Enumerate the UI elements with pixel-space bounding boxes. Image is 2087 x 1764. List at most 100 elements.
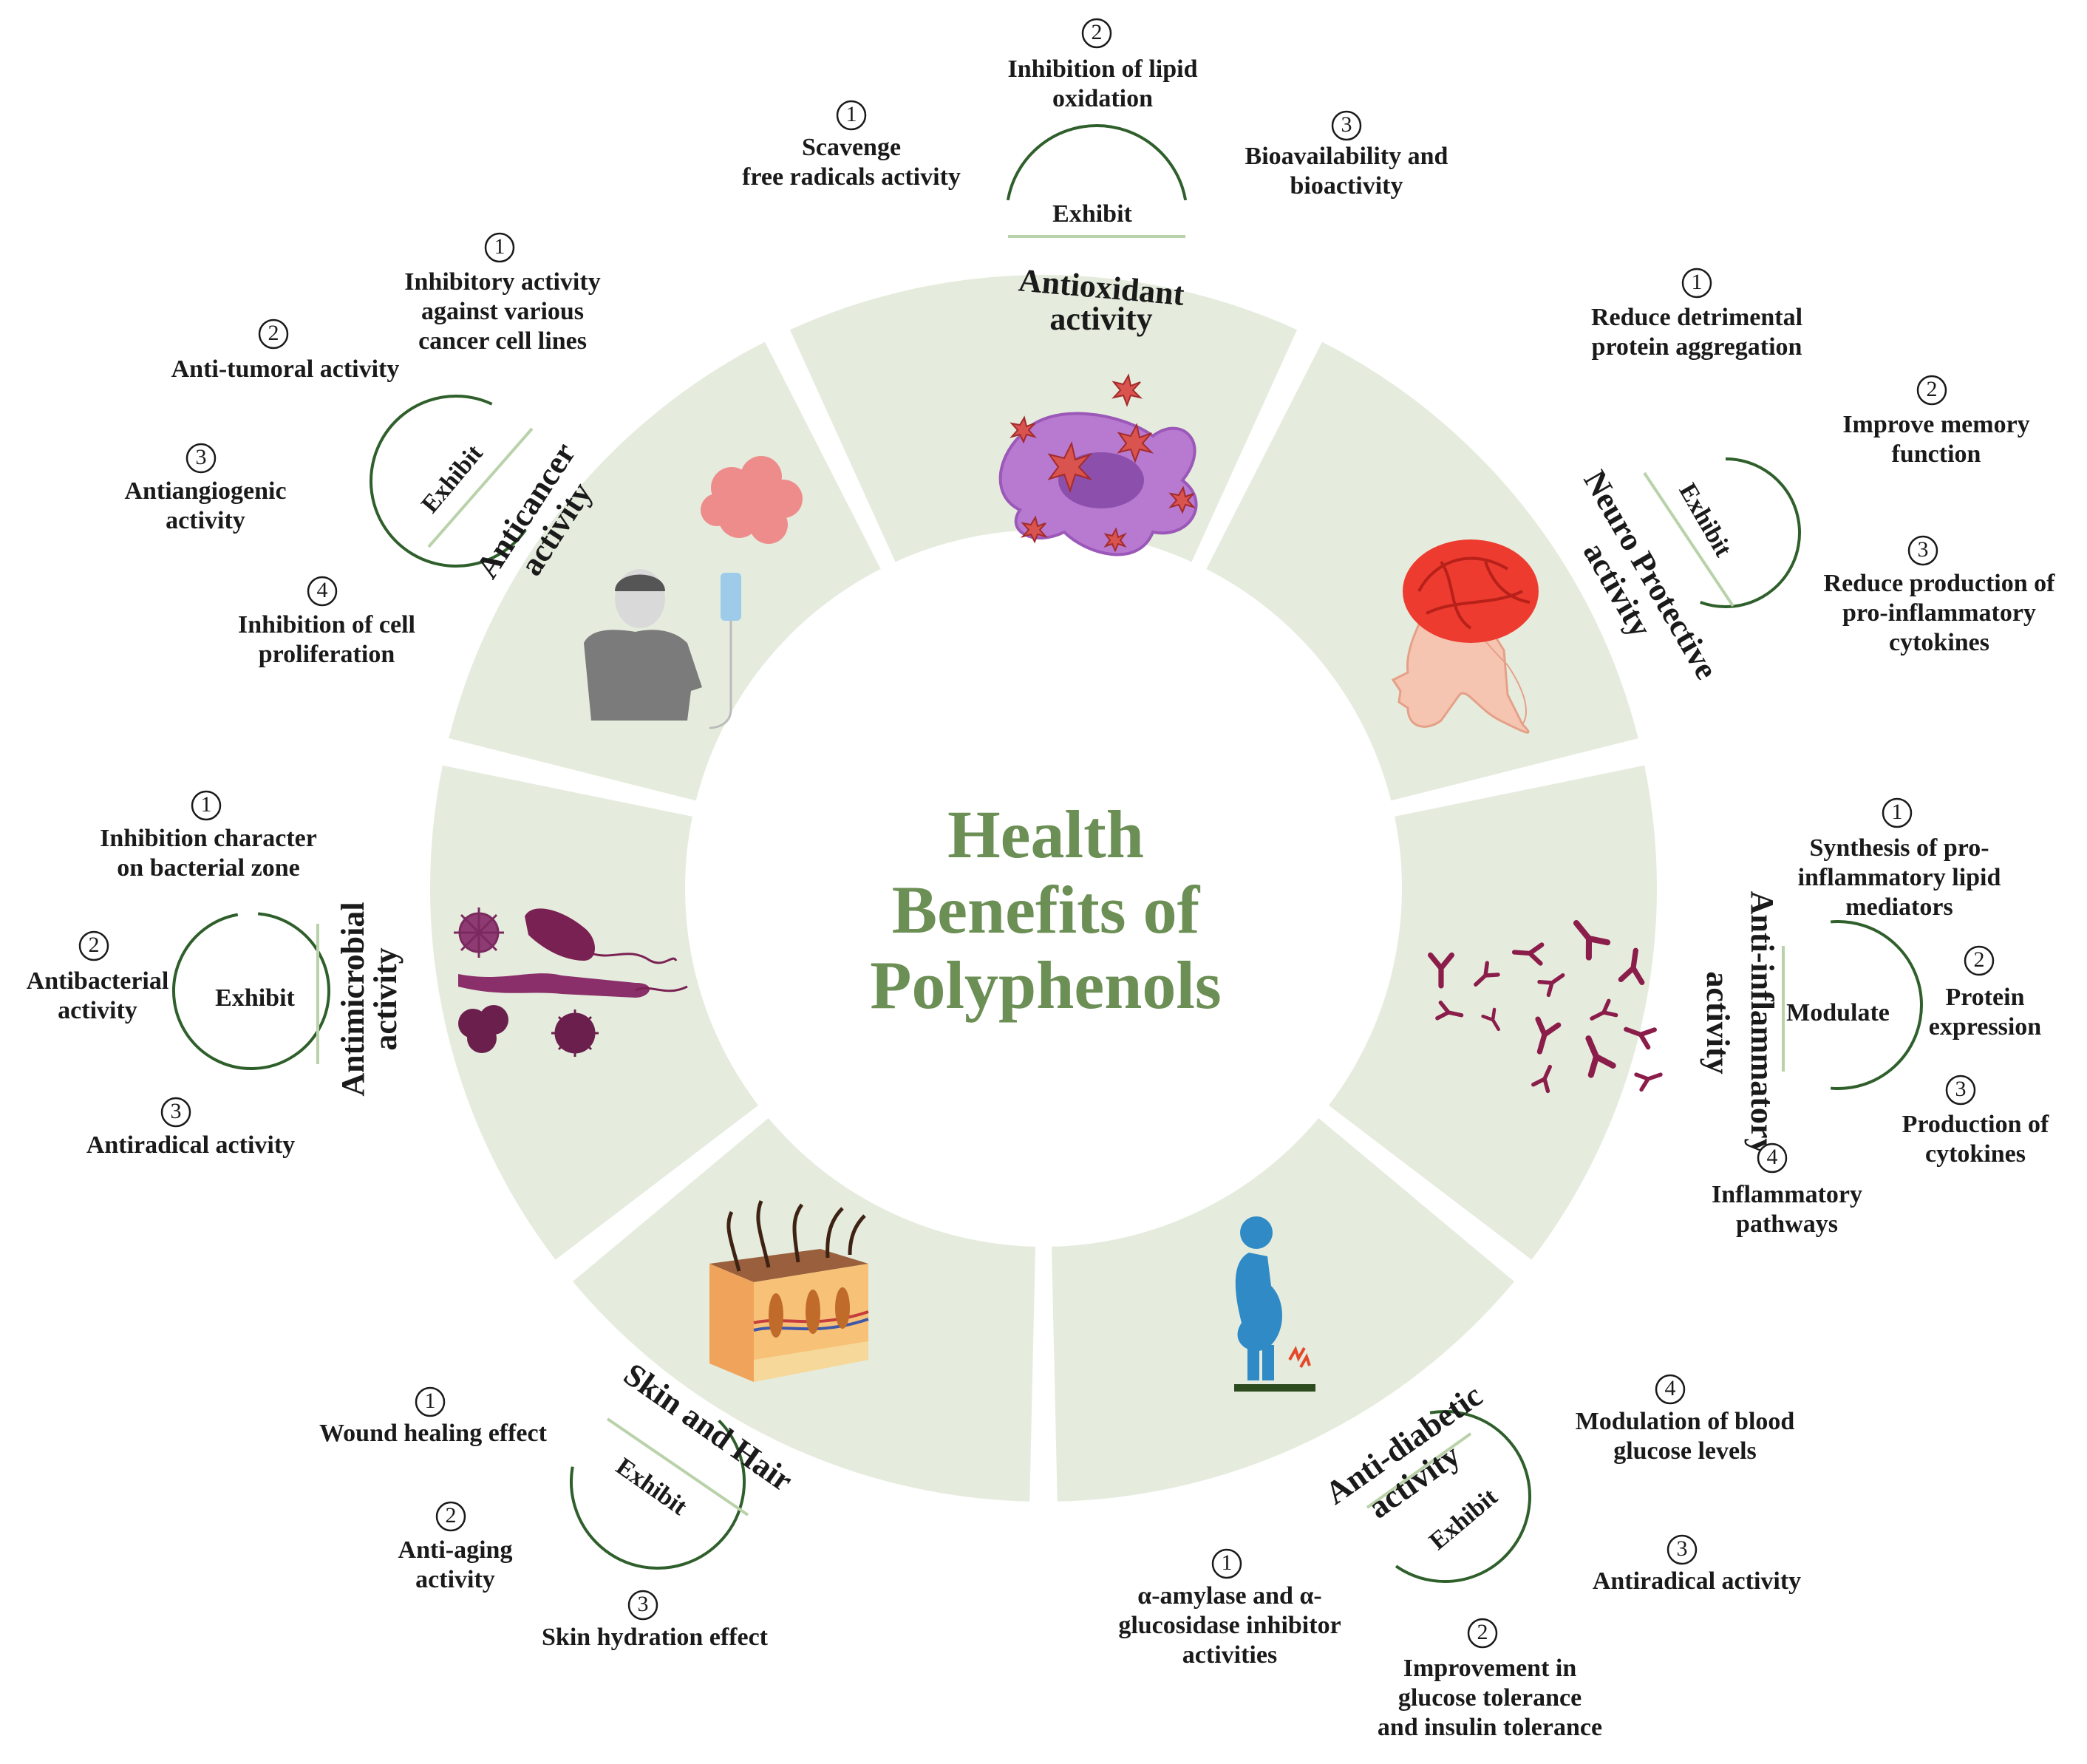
point-text: against various	[421, 298, 584, 325]
category-arc	[570, 1419, 746, 1570]
number-label: 1	[1892, 800, 1903, 824]
point-text: protein aggregation	[1592, 333, 1802, 361]
number-label: 1	[1222, 1550, 1233, 1575]
category-antiinflammatory: ModulateAnti-inflammatoryactivity1Synthe…	[1700, 797, 2049, 1238]
number-badge	[1757, 1142, 1788, 1174]
point-text: Synthesis of pro-	[1809, 834, 1989, 862]
point-text: Skin hydration effect	[542, 1624, 769, 1651]
bacteria-and-virus-icon	[454, 907, 688, 1057]
number-label: 3	[1918, 537, 1929, 562]
category-verb: Modulate	[1786, 999, 1890, 1026]
category-verb: Exhibit	[1424, 1483, 1503, 1556]
number-label: 3	[1955, 1077, 1967, 1101]
category-chord	[606, 1417, 749, 1516]
point-text: Anti-tumoral activity	[171, 355, 400, 383]
category-verb: Exhibit	[611, 1453, 692, 1521]
point-text: Inhibition of lipid	[1007, 55, 1197, 83]
point-text: Reduce production of	[1824, 570, 2056, 597]
number-badge	[627, 1590, 658, 1621]
point-text: Inhibitory activity	[404, 268, 600, 296]
point-text: cytokines	[1925, 1140, 2026, 1168]
point-text: mediators	[1845, 893, 1952, 921]
category-title: activity	[367, 947, 404, 1050]
category-verb: Exhibit	[1052, 200, 1132, 228]
number-badge	[1945, 1075, 1976, 1106]
antibodies-icon	[1427, 919, 1663, 1094]
point-text: pathways	[1736, 1210, 1838, 1238]
number-label: 1	[494, 234, 505, 259]
antibody-shape	[1618, 947, 1645, 986]
point-text: free radicals activity	[742, 163, 961, 191]
title-line-2: Benefits of	[892, 872, 1201, 947]
point-text: Anti-aging	[398, 1536, 513, 1564]
number-badge	[1681, 268, 1712, 299]
point-text: Scavenge	[802, 134, 901, 161]
point-text: Production of	[1902, 1111, 2049, 1138]
category-antioxidant: ExhibitAntioxidantactivity1Scavengefree …	[742, 18, 1448, 337]
point-text: glucose tolerance	[1398, 1684, 1582, 1712]
number-label: 2	[1092, 20, 1103, 44]
ring-sector-antimicrobial	[430, 765, 759, 1260]
category-annotations: ExhibitAntioxidantactivity1Scavengefree …	[27, 18, 2056, 1741]
number-label: 2	[1927, 377, 1938, 401]
point-text: Improvement in	[1403, 1655, 1577, 1682]
point-text: bioactivity	[1290, 172, 1403, 200]
category-verb: Exhibit	[416, 440, 488, 519]
number-badge	[1916, 375, 1947, 406]
antibody-shape	[1435, 1000, 1464, 1021]
number-badge	[1655, 1374, 1686, 1405]
title-line-3: Polyphenols	[870, 947, 1221, 1023]
number-badge	[78, 930, 109, 961]
antibody-shape	[1585, 1035, 1616, 1078]
point-text: Bioavailability and	[1245, 143, 1448, 170]
number-badge	[1666, 1534, 1698, 1565]
number-label: 1	[1692, 270, 1703, 294]
antibody-shape	[1474, 961, 1500, 987]
number-badge	[258, 319, 289, 350]
number-label: 4	[317, 578, 328, 602]
purple-cell-with-oxygen-radicals-icon	[998, 373, 1198, 556]
point-text: and insulin tolerance	[1378, 1714, 1602, 1741]
number-badge	[415, 1386, 446, 1417]
number-label: 4	[1767, 1145, 1778, 1169]
number-label: 1	[425, 1389, 436, 1413]
number-badge	[191, 790, 222, 821]
antibody-shape	[1535, 1016, 1562, 1055]
point-text: Protein	[1945, 984, 2024, 1011]
category-chord	[1366, 1432, 1472, 1509]
number-badge	[185, 443, 217, 474]
number-label: 3	[1341, 112, 1352, 137]
number-label: 2	[89, 933, 100, 957]
number-badge	[836, 100, 867, 131]
number-label: 3	[171, 1099, 182, 1123]
cancer-patient-with-iv-drip-icon	[584, 456, 803, 729]
point-text: Antibacterial	[27, 967, 169, 995]
antibody-shape	[1573, 919, 1611, 961]
number-badge	[1964, 945, 1995, 976]
point-text: Antiradical activity	[86, 1131, 295, 1159]
category-arc	[1700, 457, 1801, 608]
point-text: function	[1892, 440, 1981, 468]
category-chord	[427, 427, 534, 548]
category-verb: Exhibit	[1673, 479, 1737, 562]
antibody-shape	[1634, 1072, 1663, 1092]
number-label: 3	[1677, 1536, 1688, 1561]
